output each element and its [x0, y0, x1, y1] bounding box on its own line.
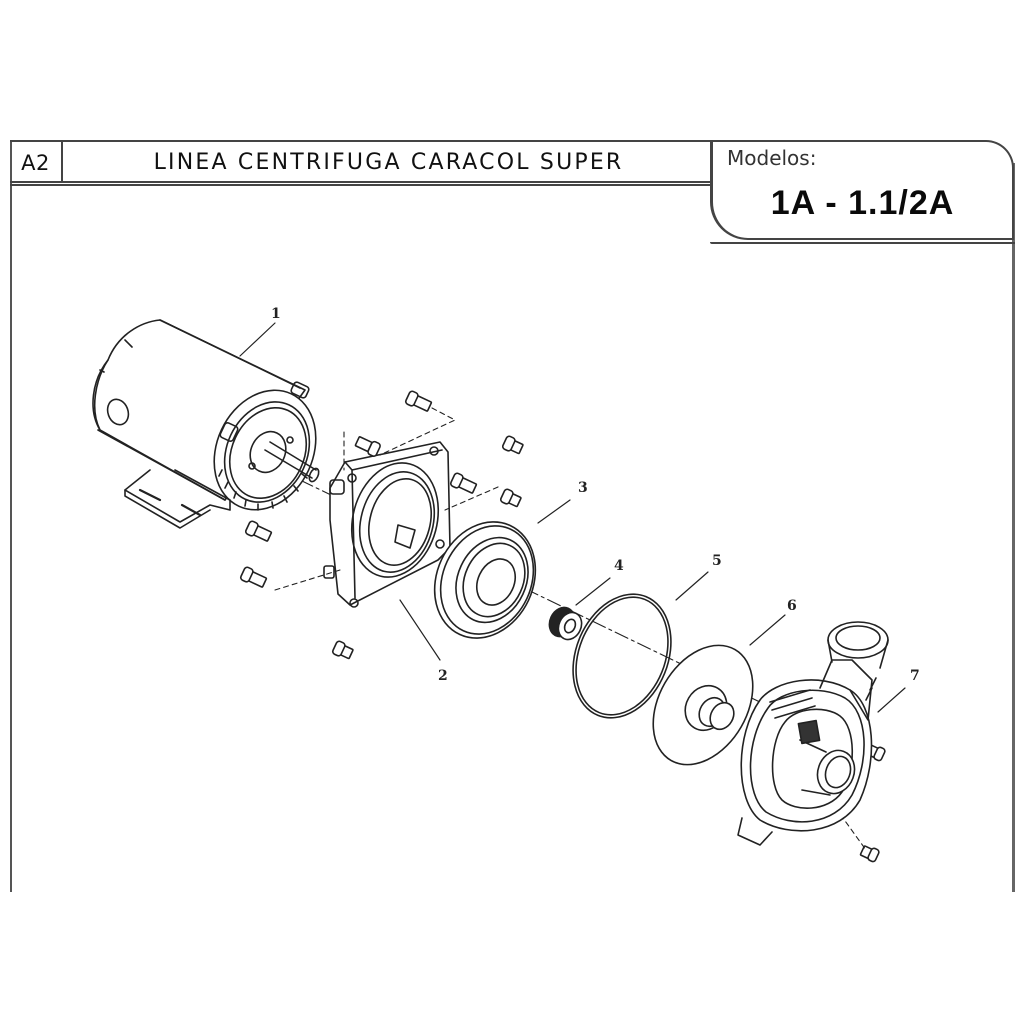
callout-7: 7 — [910, 668, 920, 684]
sheet-title: LINEA CENTRIFUGA CARACOL SUPER — [153, 150, 624, 175]
callout-4: 4 — [614, 558, 624, 574]
bolt-icon — [239, 566, 268, 588]
adapter-bracket-part-2 — [323, 441, 451, 661]
bolt-icon — [404, 390, 433, 412]
bolt-icon — [501, 435, 524, 455]
bolt-icon — [244, 520, 273, 542]
motor-part-1 — [92, 319, 320, 529]
title-block-underline — [10, 184, 714, 186]
bolt-icon — [859, 845, 880, 863]
callout-1: 1 — [271, 306, 281, 322]
bolts — [239, 390, 886, 863]
models-label: Modelos: — [727, 146, 817, 170]
bolt-icon — [331, 640, 354, 660]
models-box: Modelos: 1A - 1.1/2A — [710, 140, 1015, 244]
bolt-icon — [499, 488, 522, 508]
models-value: 1A - 1.1/2A — [770, 184, 955, 222]
pump-casing-part-7 — [737, 621, 906, 846]
sheet-code: A2 — [10, 142, 63, 183]
bolt-icon — [354, 436, 381, 457]
mechanical-seal-part-4 — [548, 577, 611, 641]
callout-3: 3 — [578, 480, 588, 496]
seal-plate-part-3 — [433, 499, 571, 639]
callout-5: 5 — [712, 553, 722, 569]
bolt-icon — [449, 472, 478, 494]
callout-2: 2 — [438, 668, 448, 684]
title-block: A2 LINEA CENTRIFUGA CARACOL SUPER — [10, 140, 714, 183]
o-ring-part-5 — [572, 571, 709, 719]
sheet-frame-left — [10, 140, 12, 892]
callout-6: 6 — [787, 598, 797, 614]
drawing-sheet: A2 LINEA CENTRIFUGA CARACOL SUPER Modelo… — [10, 140, 1015, 892]
impeller-part-6 — [652, 614, 786, 766]
sheet-frame-right — [1012, 163, 1015, 892]
